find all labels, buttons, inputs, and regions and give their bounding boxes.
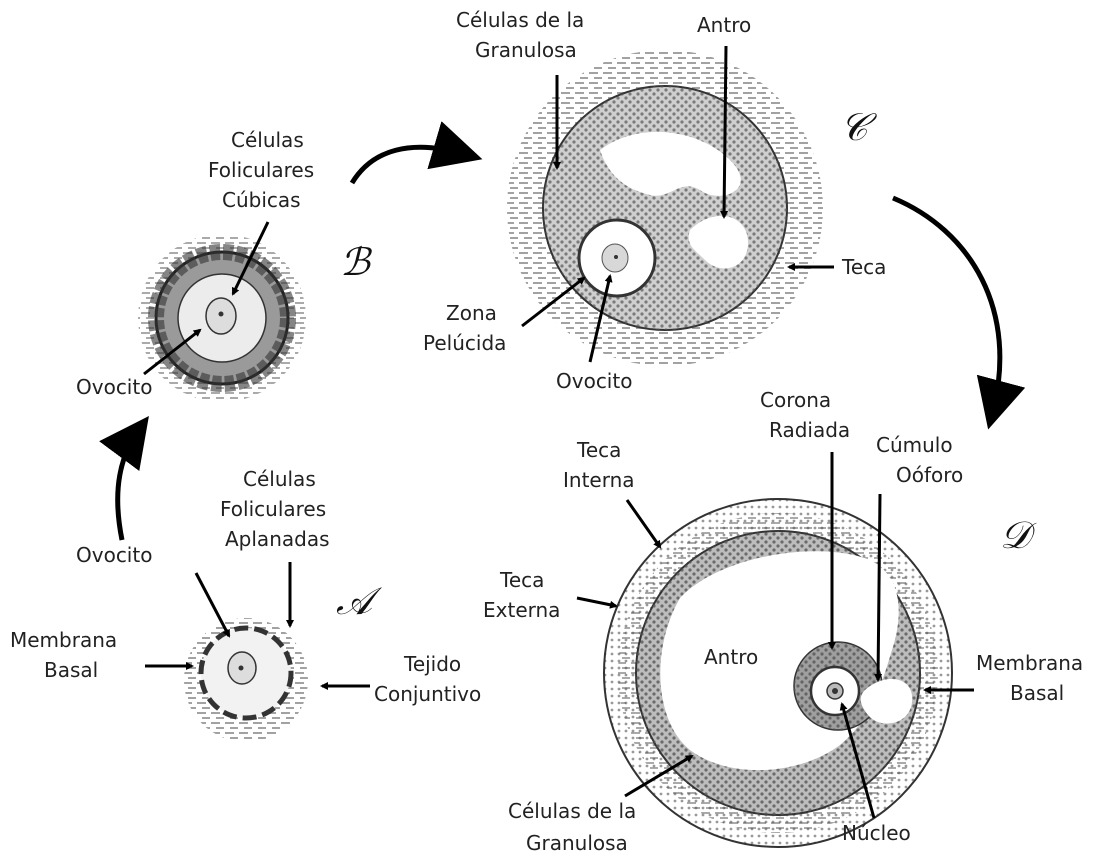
d-granulosa-line1: Células de la xyxy=(508,799,636,823)
d-externa-line2: Externa xyxy=(483,598,560,622)
d-interna-line2: Interna xyxy=(563,468,635,492)
a-celulas-line3: Aplanadas xyxy=(225,527,330,551)
c-ovocito-label: Ovocito xyxy=(556,369,632,393)
arrow-c-to-d xyxy=(893,198,1000,415)
d-nucleo-label: Núcleo xyxy=(842,821,911,845)
d-membrana-line2: Basal xyxy=(1010,681,1064,705)
c-zona-line2: Pelúcida xyxy=(423,331,506,355)
d-cumulo-pointer xyxy=(878,494,880,680)
c-antro-label: Antro xyxy=(697,13,751,37)
d-corona-line1: Corona xyxy=(760,388,831,412)
arrow-b-to-c xyxy=(352,147,468,183)
c-granulosa-line1: Células de la xyxy=(456,8,584,32)
a-ovocito-label: Ovocito xyxy=(76,543,152,567)
stage-d-label: 𝒟 xyxy=(1000,513,1037,557)
d-interna-line1: Teca xyxy=(576,438,621,462)
follicle-a xyxy=(184,618,308,742)
d-granulosa-line2: Granulosa xyxy=(526,831,628,855)
arrow-a-to-b xyxy=(118,428,140,540)
b-celulas-line1: Células xyxy=(231,128,304,152)
a-membrana-line2: Basal xyxy=(44,658,98,682)
stage-b-label: ℬ xyxy=(340,240,373,284)
a-celulas-line2: Foliculares xyxy=(220,497,326,521)
follicle-d xyxy=(604,499,952,847)
b-celulas-line2: Foliculares xyxy=(208,158,314,182)
a-celulas-line1: Células xyxy=(243,467,316,491)
c-antro-pointer xyxy=(724,46,726,217)
d-membrana-line1: Membrana xyxy=(976,651,1083,675)
a-tejido-line2: Conjuntivo xyxy=(374,682,481,706)
d-antro-label: Antro xyxy=(704,645,758,669)
a-ovocito-pointer xyxy=(196,573,229,636)
b-celulas-line3: Cúbicas xyxy=(222,188,301,212)
d-cumulo-line1: Cúmulo xyxy=(876,433,953,457)
a-membrana-line1: Membrana xyxy=(10,628,117,652)
a-tejido-line1: Tejido xyxy=(403,652,461,676)
d-cumulo-line2: Oóforo xyxy=(896,463,963,487)
follicle-c xyxy=(507,50,823,366)
d-interna-pointer xyxy=(627,500,660,547)
follicle-b xyxy=(138,234,306,402)
stage-c-label: 𝒞 xyxy=(840,105,877,149)
b-ovocito-label: Ovocito xyxy=(76,375,152,399)
c-zona-line1: Zona xyxy=(446,301,497,325)
d-corona-line2: Radiada xyxy=(769,418,850,442)
stage-a-label: 𝒜 xyxy=(336,579,383,623)
c-teca-label: Teca xyxy=(841,255,886,279)
c-granulosa-line2: Granulosa xyxy=(475,38,577,62)
d-externa-line1: Teca xyxy=(499,568,544,592)
d-externa-pointer xyxy=(577,598,616,606)
